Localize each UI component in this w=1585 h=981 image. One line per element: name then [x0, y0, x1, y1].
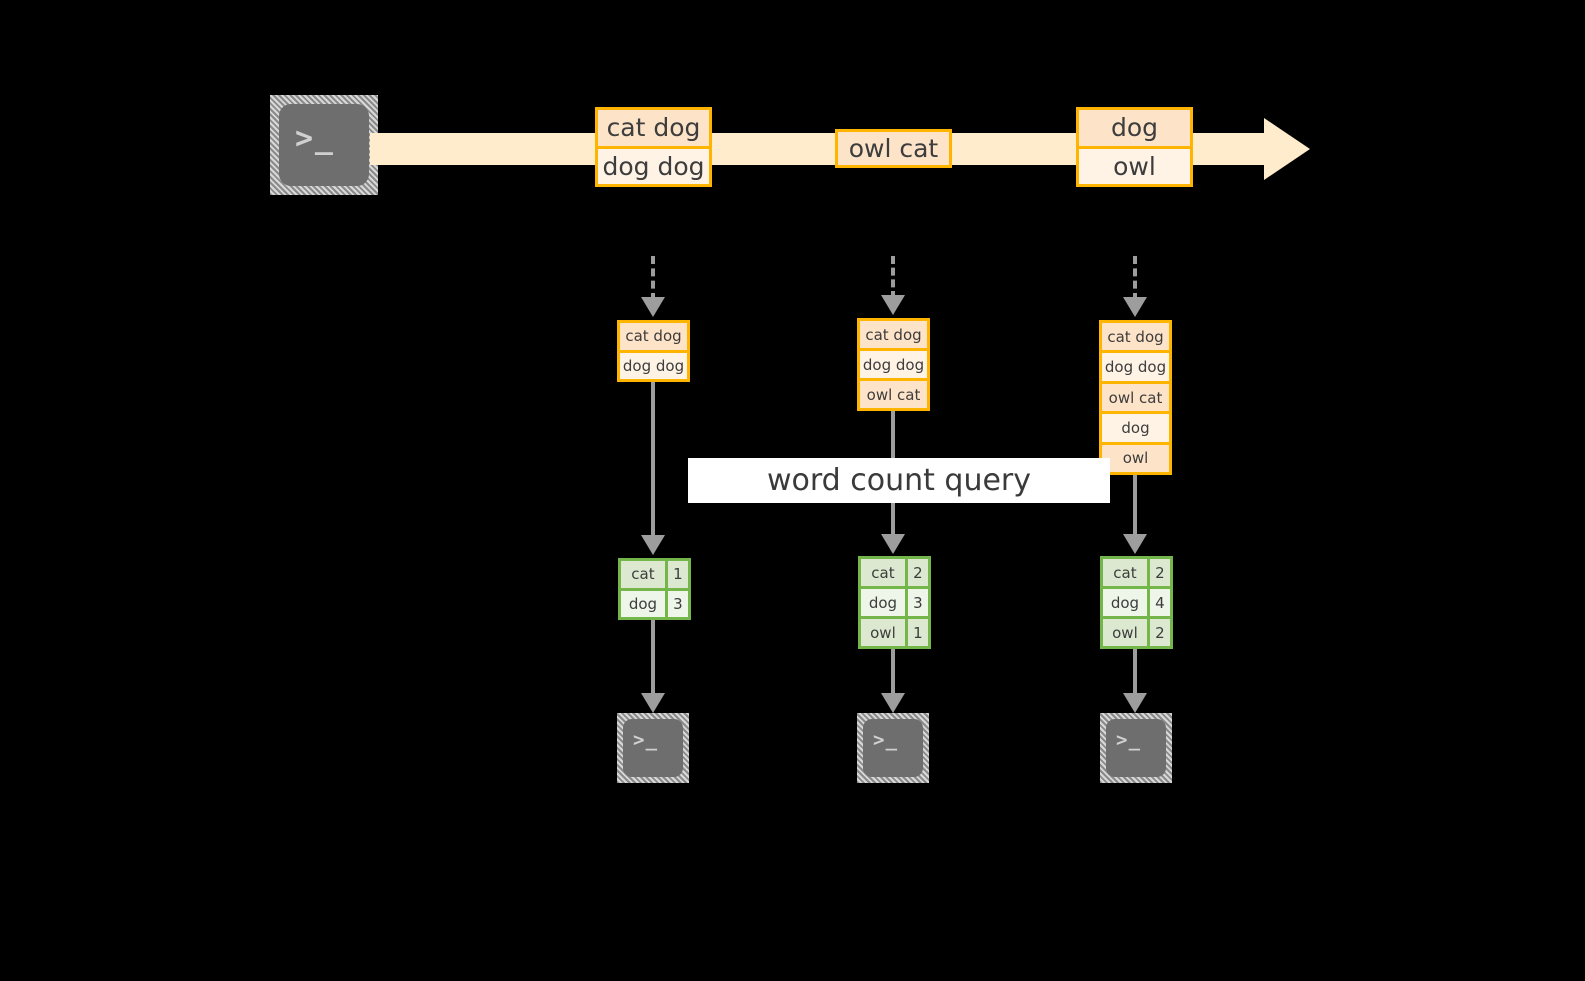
result-word: cat: [1103, 559, 1147, 586]
table-row: cat 2: [861, 559, 928, 586]
result-count: 3: [904, 589, 928, 616]
snapshot-1-accumulated-table: cat dog dog dog: [617, 320, 690, 382]
snapshot-3-to-result-connector: [1133, 475, 1137, 537]
terminal-screen: >_: [1106, 719, 1166, 777]
snapshot-2-result-table: cat 2 dog 3 owl 1: [858, 556, 931, 649]
stream-record: owl cat: [838, 132, 949, 165]
snapshot-1-to-sink-connector: [651, 620, 655, 695]
terminal-prompt-glyph: >_: [295, 121, 335, 156]
stream-record: owl: [1079, 145, 1190, 184]
table-row: dog 4: [1103, 586, 1170, 616]
stream-record: cat dog: [598, 110, 709, 146]
result-word: dog: [621, 590, 665, 617]
stream-to-snapshot-1-connector: [651, 256, 655, 301]
snapshot-3-to-sink-connector: [1133, 649, 1137, 695]
snapshot-1-result-table: cat 1 dog 3: [618, 558, 691, 620]
result-count: 2: [904, 559, 928, 586]
accumulated-record: owl cat: [860, 378, 927, 408]
snapshot-1-to-result-connector: [651, 382, 655, 538]
accumulated-record: dog dog: [620, 349, 687, 379]
stream-record: dog dog: [598, 145, 709, 184]
snapshot-3-to-result-arrowhead: [1123, 534, 1147, 554]
stream-to-snapshot-2-arrowhead: [881, 295, 905, 315]
result-word: owl: [861, 619, 905, 646]
accumulated-record: owl: [1102, 441, 1169, 473]
table-row: owl 1: [861, 616, 928, 646]
terminal-prompt-glyph: >_: [1116, 729, 1142, 751]
snapshot-1-to-sink-arrowhead: [641, 693, 665, 713]
result-count: 4: [1146, 589, 1170, 616]
terminal-screen: >_: [623, 719, 683, 777]
snapshot-2-sink-terminal-icon: >_: [857, 713, 929, 783]
accumulated-record: owl cat: [1102, 380, 1169, 412]
source-terminal-icon: >_: [270, 95, 378, 195]
table-row: dog 3: [861, 586, 928, 616]
result-word: dog: [1103, 589, 1147, 616]
table-row: owl 2: [1103, 616, 1170, 646]
snapshot-2-to-result-arrowhead: [881, 534, 905, 554]
result-count: 2: [1146, 619, 1170, 646]
query-label: word count query: [688, 458, 1110, 503]
snapshot-3-result-table: cat 2 dog 4 owl 2: [1100, 556, 1173, 649]
stream-to-snapshot-1-arrowhead: [641, 297, 665, 317]
stream-batch-2: owl cat: [835, 129, 952, 168]
table-row: cat 1: [621, 561, 688, 588]
accumulated-record: dog dog: [860, 348, 927, 378]
stream-record: dog: [1079, 110, 1190, 146]
stream-to-snapshot-3-arrowhead: [1123, 297, 1147, 317]
snapshot-3-sink-terminal-icon: >_: [1100, 713, 1172, 783]
terminal-screen: >_: [279, 104, 369, 186]
stream-arrow-head: [1264, 118, 1310, 180]
result-word: cat: [621, 561, 665, 588]
snapshot-2-accumulated-table: cat dog dog dog owl cat: [857, 318, 930, 411]
accumulated-record: cat dog: [620, 323, 687, 350]
terminal-prompt-glyph: >_: [633, 729, 659, 751]
snapshot-3-to-sink-arrowhead: [1123, 693, 1147, 713]
accumulated-record: cat dog: [860, 321, 927, 348]
result-word: owl: [1103, 619, 1147, 646]
snapshot-2-to-sink-arrowhead: [881, 693, 905, 713]
table-row: dog 3: [621, 587, 688, 617]
result-count: 2: [1146, 559, 1170, 586]
stream-to-snapshot-2-connector: [891, 256, 895, 299]
snapshot-3-accumulated-table: cat dog dog dog owl cat dog owl: [1099, 320, 1172, 475]
terminal-prompt-glyph: >_: [873, 729, 899, 751]
snapshot-1-to-result-arrowhead: [641, 535, 665, 555]
accumulated-record: dog dog: [1102, 350, 1169, 381]
result-count: 1: [904, 619, 928, 646]
table-row: cat 2: [1103, 559, 1170, 586]
terminal-screen: >_: [863, 719, 923, 777]
result-word: dog: [861, 589, 905, 616]
snapshot-1-sink-terminal-icon: >_: [617, 713, 689, 783]
result-count: 1: [664, 561, 688, 588]
accumulated-record: dog: [1102, 411, 1169, 442]
stream-batch-1: cat dog dog dog: [595, 107, 712, 187]
snapshot-2-to-sink-connector: [891, 649, 895, 695]
stream-batch-3: dog owl: [1076, 107, 1193, 187]
stream-to-snapshot-3-connector: [1133, 256, 1137, 301]
result-count: 3: [664, 590, 688, 617]
result-word: cat: [861, 559, 905, 586]
accumulated-record: cat dog: [1102, 323, 1169, 351]
